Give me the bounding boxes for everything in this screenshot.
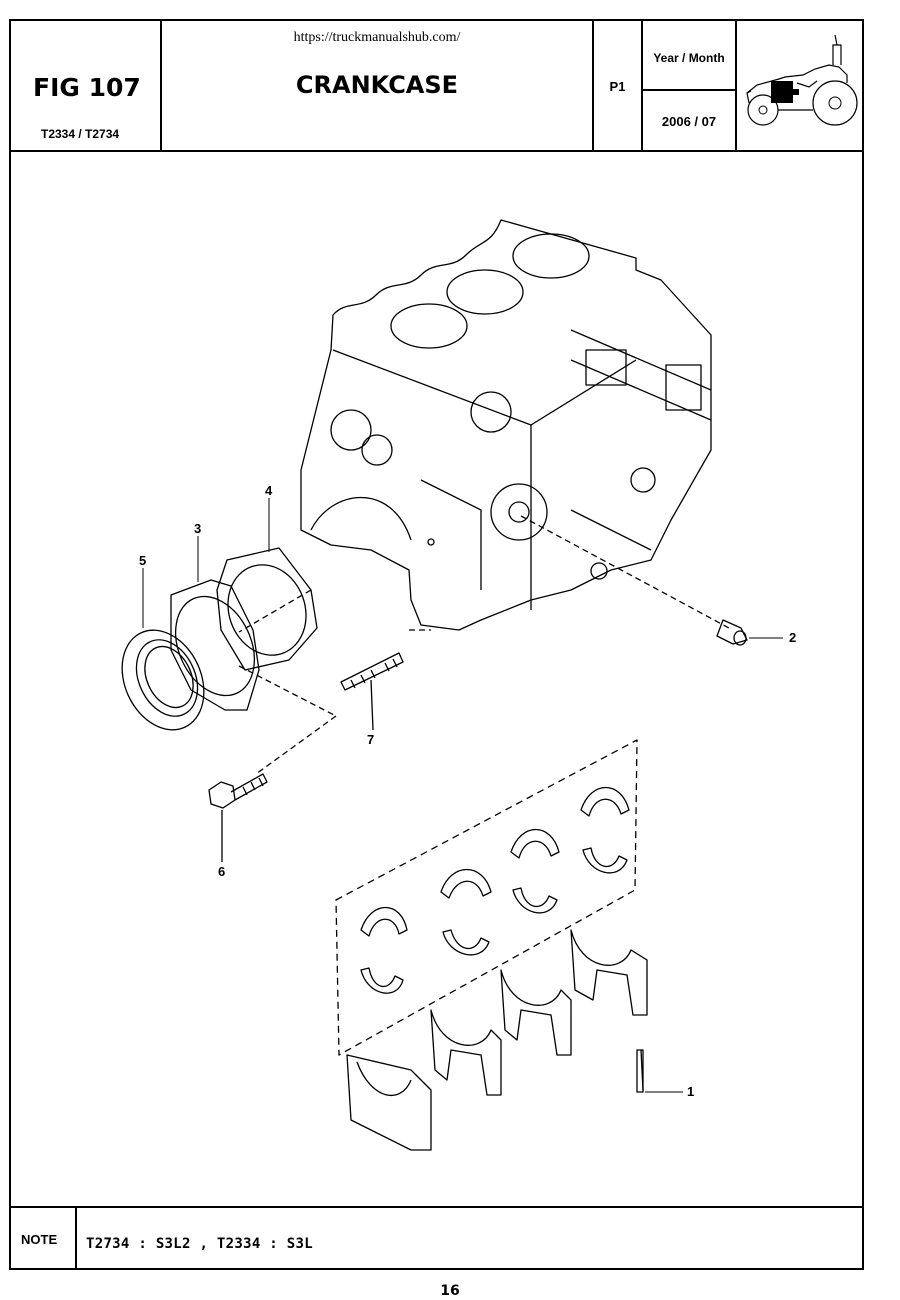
title-cell: https://truckmanualshub.com/ CRANKCASE (162, 21, 594, 150)
fig-cell: FIG 107 T2334 / T2734 (11, 21, 162, 150)
note-row: NOTE T2734 : S3L2 , T2334 : S3L (11, 1206, 862, 1270)
leader-lines (238, 515, 730, 775)
crankcase-block (300, 219, 712, 631)
logo-cell (737, 21, 862, 150)
callout-5: 5 (139, 553, 146, 568)
exploded-parts-diagram: 1 2 3 4 5 6 7 (11, 150, 862, 1206)
callout-3: 3 (194, 521, 201, 536)
part-6-bolt (208, 773, 268, 862)
bearing-kit-outline (335, 739, 638, 1056)
date-cell: Year / Month 2006 / 07 (643, 21, 737, 150)
bearing-shells (360, 786, 630, 994)
year-month-value: 2006 / 07 (661, 114, 717, 129)
sheet-header: FIG 107 T2334 / T2734 https://truckmanua… (11, 21, 862, 152)
part-5-seal (121, 629, 205, 731)
callout-2: 2 (789, 630, 796, 645)
year-month-header (643, 21, 735, 91)
parts-sheet: FIG 107 T2334 / T2734 https://truckmanua… (9, 19, 864, 1270)
page-number: 16 (440, 1283, 460, 1299)
callout-7: 7 (367, 732, 374, 747)
tractor-icon (746, 34, 858, 126)
page-cell: P1 (594, 21, 643, 150)
callout-4: 4 (265, 483, 273, 498)
page-title: CRANKCASE (295, 71, 459, 99)
source-url[interactable]: https://truckmanualshub.com/ (293, 30, 461, 45)
callout-6: 6 (218, 864, 225, 879)
callout-1: 1 (687, 1084, 694, 1099)
note-label-cell: NOTE (11, 1208, 77, 1270)
part-3-retainer (170, 579, 260, 711)
part-4-gasket (216, 547, 318, 671)
part-7-stud (340, 652, 404, 731)
callout-leaders (142, 498, 783, 1093)
note-text: T2734 : S3L2 , T2334 : S3L (86, 1236, 313, 1252)
page-label: P1 (609, 79, 626, 94)
part-2-plug (716, 619, 748, 646)
bearing-caps (346, 929, 648, 1151)
model-numbers: T2334 / T2734 (41, 127, 120, 141)
year-month-label: Year / Month (653, 51, 725, 65)
note-label: NOTE (21, 1232, 58, 1247)
fig-number: FIG 107 (33, 73, 141, 102)
